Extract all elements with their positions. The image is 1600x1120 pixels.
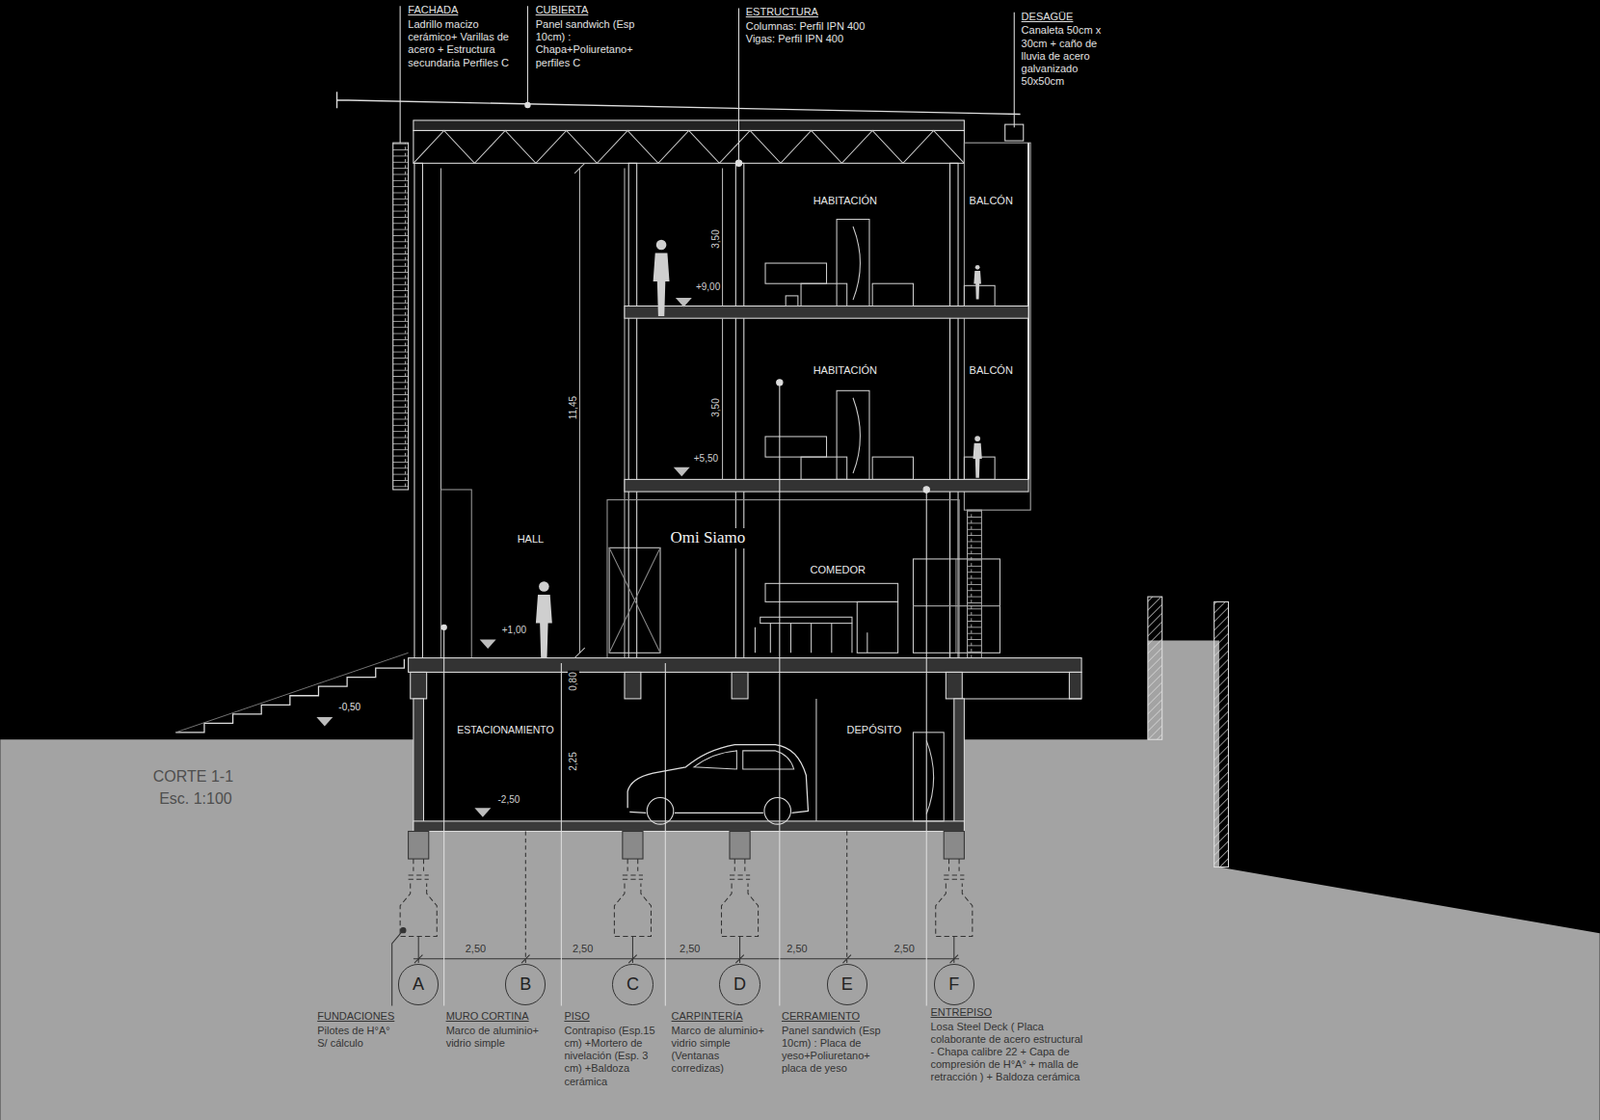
- dimension: 3,50: [710, 397, 722, 420]
- callout-note: Panel sandwich (Esp 10cm) : Chapa+Poliur…: [533, 18, 659, 70]
- callout-heading: CARPINTERÍA: [671, 1010, 744, 1023]
- room-label: ESTACIONAMIENTO: [454, 723, 557, 737]
- dimension: 3,50: [710, 227, 722, 250]
- level-mark: +5,50: [692, 453, 720, 465]
- grid-dimension: 2,50: [465, 942, 486, 956]
- callout-heading: ESTRUCTURA: [744, 5, 821, 19]
- level-mark: +9,00: [693, 281, 722, 294]
- level-mark: +1,00: [500, 624, 529, 637]
- grid-dimension: 2,50: [893, 942, 914, 956]
- grid-dimension: 2,50: [786, 942, 807, 956]
- grid-axis-letter: D: [733, 974, 747, 995]
- callout-note: Contrapiso (Esp.15 cm) +Mortero de nivel…: [563, 1024, 662, 1089]
- level-mark: -2,50: [496, 794, 523, 806]
- grid-axis-bubble: F: [933, 963, 975, 1005]
- dimension: 11,45: [567, 394, 580, 422]
- room-label: DEPÓSITO: [845, 723, 905, 737]
- room-label: HALL: [515, 533, 547, 546]
- room-label: HABITACIÓN: [811, 364, 880, 377]
- sign-text: Omi Siamo: [667, 528, 747, 548]
- callout-heading: FUNDACIONES: [317, 1010, 395, 1023]
- dimension: 2,25: [567, 749, 580, 773]
- grid-axis-bubble: D: [719, 963, 760, 1005]
- callout-note: Canaleta 50cm x 30cm + caño de lluvia de…: [1019, 24, 1126, 88]
- grid-axis-letter: F: [948, 974, 960, 995]
- callout-heading: MURO CORTINA: [446, 1010, 530, 1023]
- callout-heading: PISO: [563, 1010, 589, 1023]
- callout-heading: CUBIERTA: [533, 3, 591, 17]
- room-label: HABITACIÓN: [811, 194, 880, 208]
- level-mark: -0,50: [336, 701, 363, 714]
- callout-heading: ENTREPISO: [931, 1006, 993, 1019]
- grid-axis-letter: B: [519, 974, 532, 995]
- callout-note: Pilotes de H°A° S/ cálculo: [317, 1024, 400, 1050]
- grid-axis-bubble: A: [398, 963, 439, 1005]
- callout-heading: DESAGÜE: [1019, 10, 1076, 24]
- dimension: 0,80: [567, 669, 580, 693]
- grid-axis-letter: E: [841, 974, 854, 995]
- callout-note: Marco de aluminio+ vidrio simple (Ventan…: [671, 1024, 773, 1076]
- callout-note: Columnas: Perfil IPN 400 Vigas: Perfil I…: [744, 20, 897, 46]
- callout-note: Marco de aluminio+ vidrio simple: [446, 1024, 544, 1050]
- grid-dimension: 2,50: [679, 942, 700, 956]
- grid-axis-bubble: C: [612, 963, 653, 1005]
- grid-axis-letter: C: [626, 974, 640, 995]
- room-label: COMEDOR: [807, 563, 867, 577]
- callout-heading: FACHADA: [405, 3, 460, 17]
- room-label: BALCÓN: [967, 364, 1015, 377]
- scale-note: Esc. 1:100: [159, 789, 233, 808]
- grid-dimension: 2,50: [572, 942, 593, 956]
- room-label: BALCÓN: [967, 194, 1015, 208]
- grid-axis-bubble: B: [505, 963, 546, 1005]
- grid-axis-letter: A: [412, 974, 425, 995]
- grid-axis-bubble: E: [826, 963, 868, 1005]
- section-title: CORTE 1-1: [153, 767, 234, 786]
- callout-note: Losa Steel Deck ( Placa colaborante de a…: [931, 1020, 1087, 1085]
- callout-note: Ladrillo macizo cerámico+ Varillas de ac…: [405, 18, 522, 70]
- callout-heading: CERRAMIENTO: [781, 1010, 860, 1023]
- callout-note: Panel sandwich (Esp 10cm) : Placa de yes…: [781, 1024, 889, 1076]
